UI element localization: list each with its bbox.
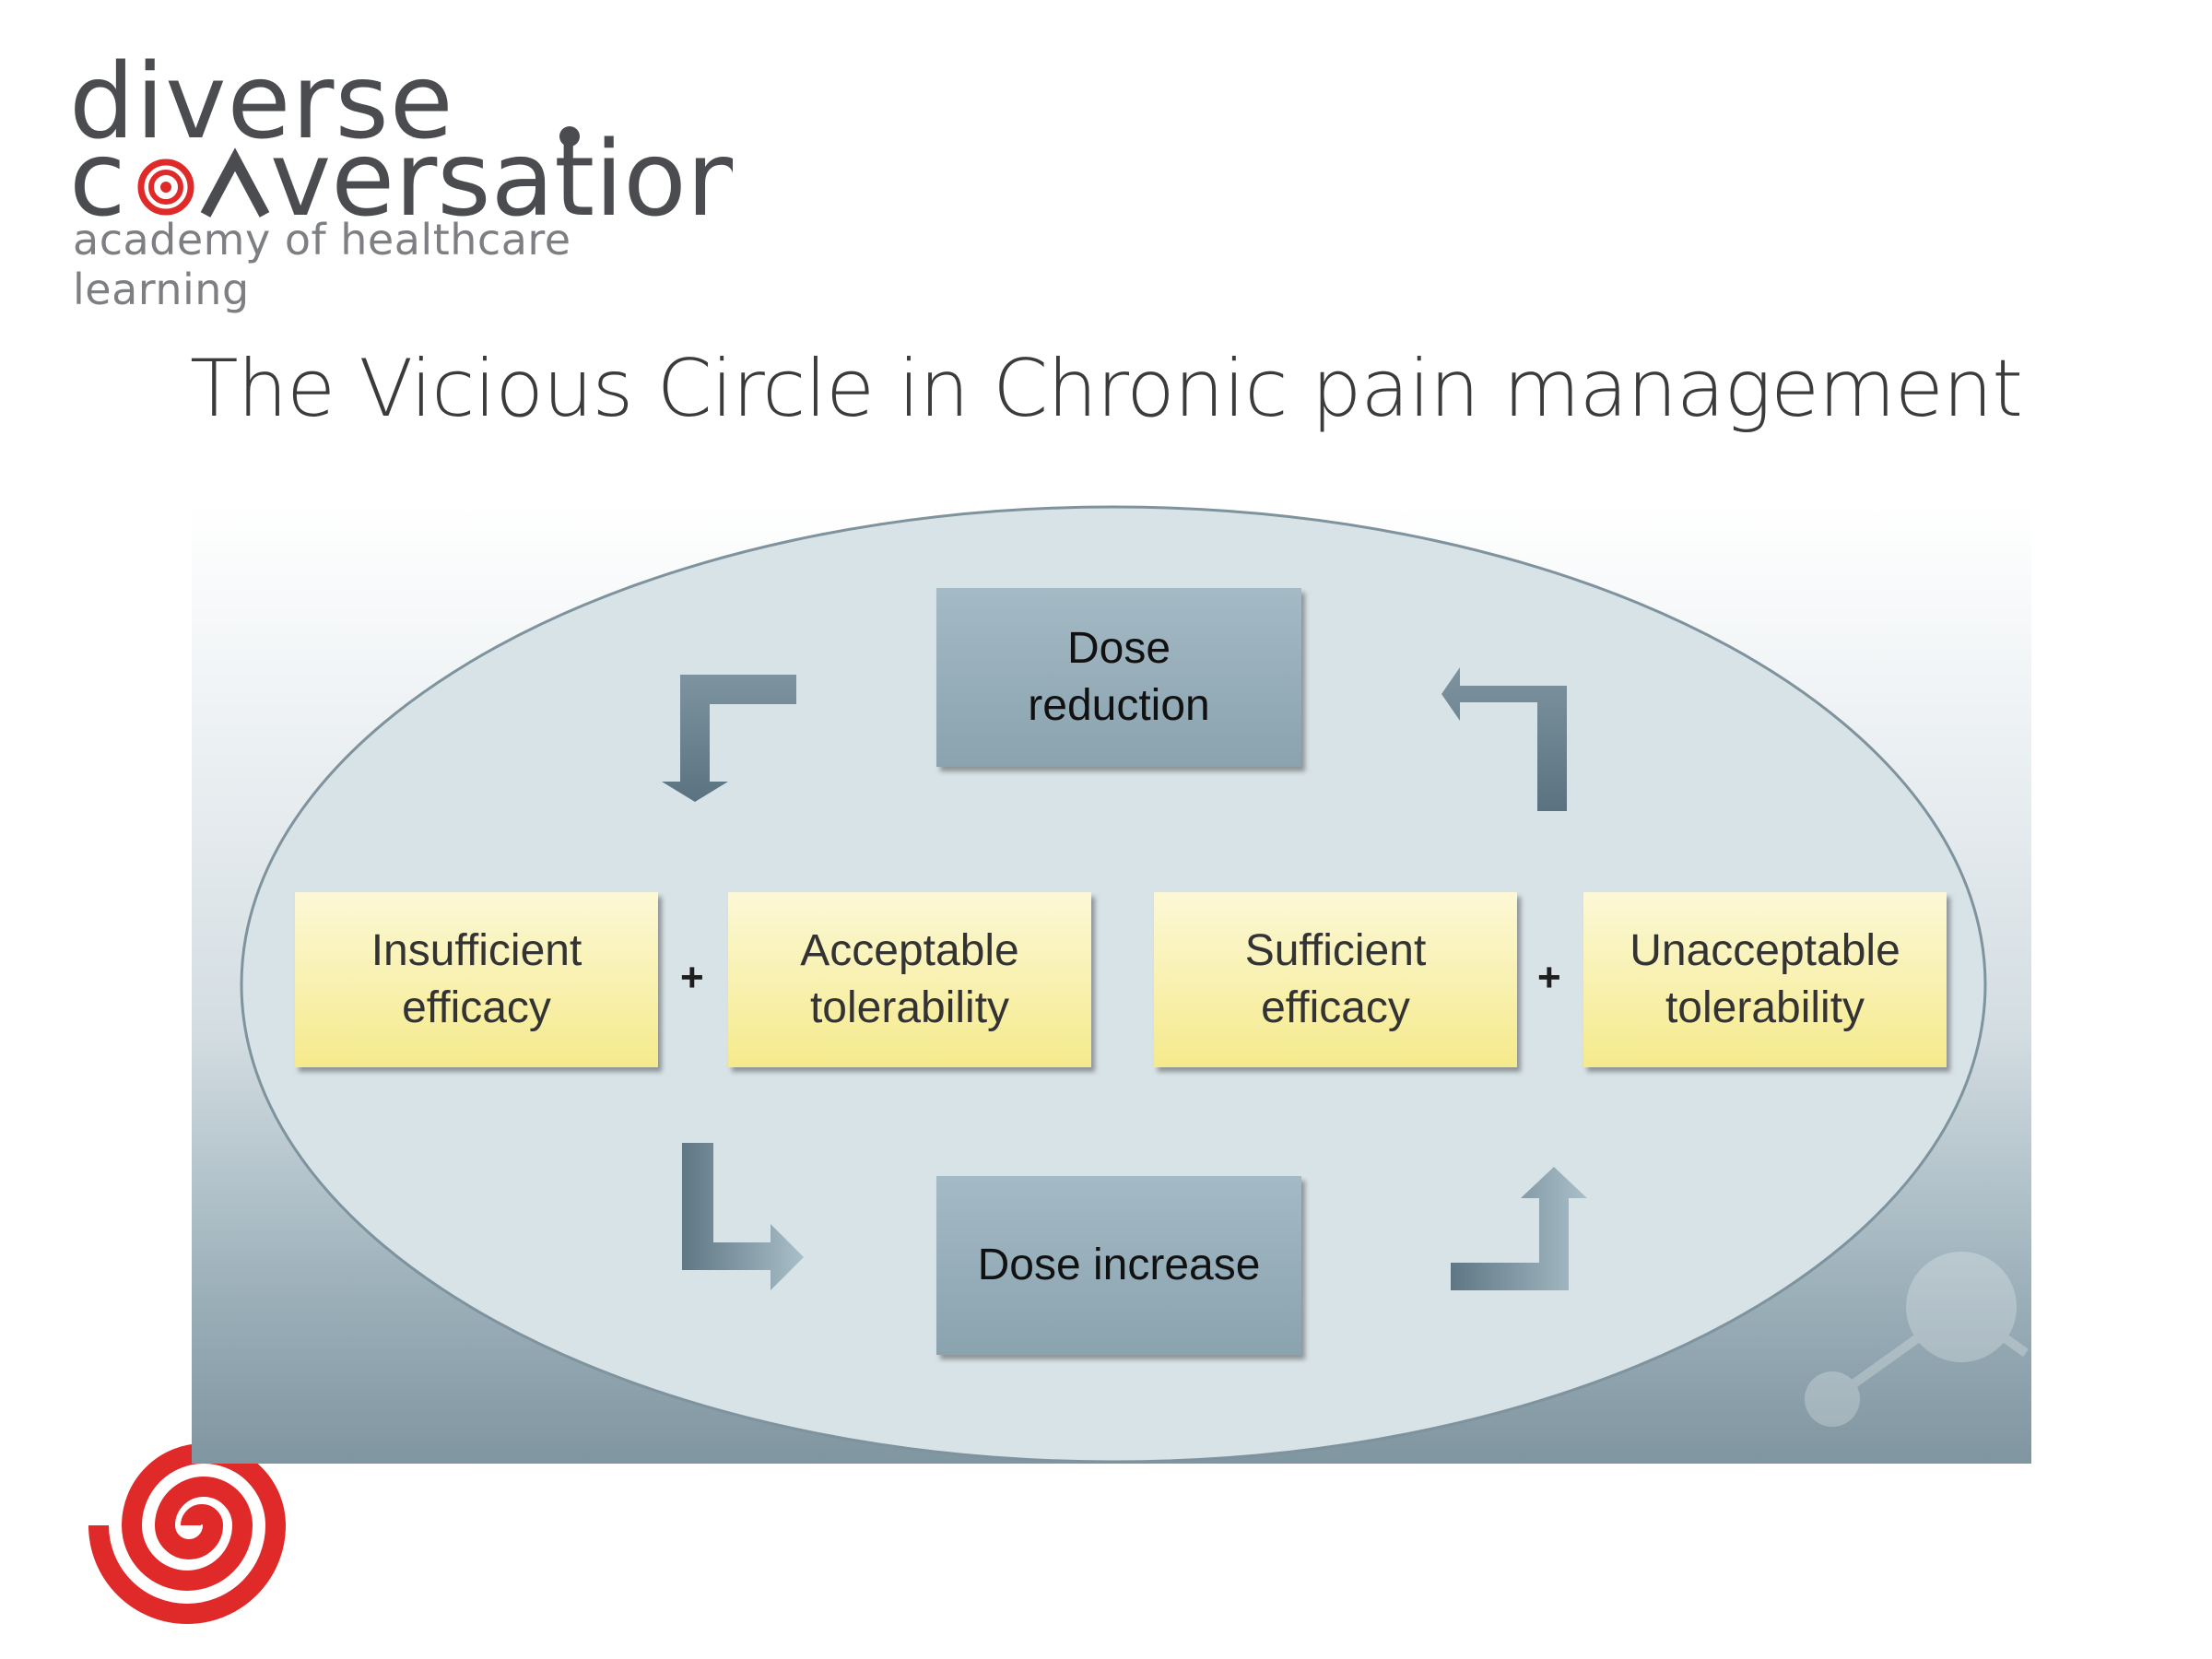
slide-title: The Vicious Circle in Chronic pain manag… [190, 343, 2023, 435]
spiral-logo-icon [88, 1443, 287, 1624]
dose-reduction-box: Dose reduction [936, 588, 1301, 767]
diagram-panel: Dose reduction Dose increase Insufficien… [192, 505, 2031, 1464]
unacceptable-tolerability-box: Unacceptable tolerability [1583, 892, 1947, 1067]
acceptable-tolerability-label: Acceptable tolerability [800, 925, 1019, 1032]
logo-dot [559, 126, 580, 147]
unacceptable-tolerability-label: Unacceptable tolerability [1630, 925, 1900, 1032]
acceptable-tolerability-box: Acceptable tolerability [728, 892, 1091, 1067]
sufficient-efficacy-label: Sufficient efficacy [1244, 925, 1427, 1032]
molecule-decoration [1805, 1252, 2029, 1427]
plus-operator-left: + [680, 955, 704, 1000]
dose-increase-label: Dose increase [977, 1240, 1261, 1289]
sufficient-efficacy-box: Sufficient efficacy [1154, 892, 1517, 1067]
dose-increase-box: Dose increase [936, 1176, 1301, 1355]
corner-arrow-icon [682, 1143, 804, 1290]
svg-text:versations: versations [270, 120, 733, 235]
diagram-background [240, 505, 2029, 1464]
insufficient-efficacy-label: Insufficient efficacy [371, 925, 582, 1032]
corner-arrow-icon [1451, 1167, 1587, 1290]
corner-arrow-icon [1441, 667, 1567, 811]
svg-text:c: c [69, 120, 126, 235]
corner-arrow-icon [662, 675, 796, 802]
insufficient-efficacy-box: Insufficient efficacy [295, 892, 658, 1067]
brand-logo: diverse conversations c versations acade… [69, 42, 733, 314]
logo-wordmark: c versations [69, 120, 733, 235]
logo-word-diverse: diverse [69, 42, 454, 162]
logo-tagline: academy of healthcare learning [73, 215, 571, 314]
spiral-logo-icon [137, 159, 194, 216]
plus-operator-right: + [1537, 955, 1561, 1000]
dose-reduction-label: Dose reduction [1028, 623, 1210, 730]
